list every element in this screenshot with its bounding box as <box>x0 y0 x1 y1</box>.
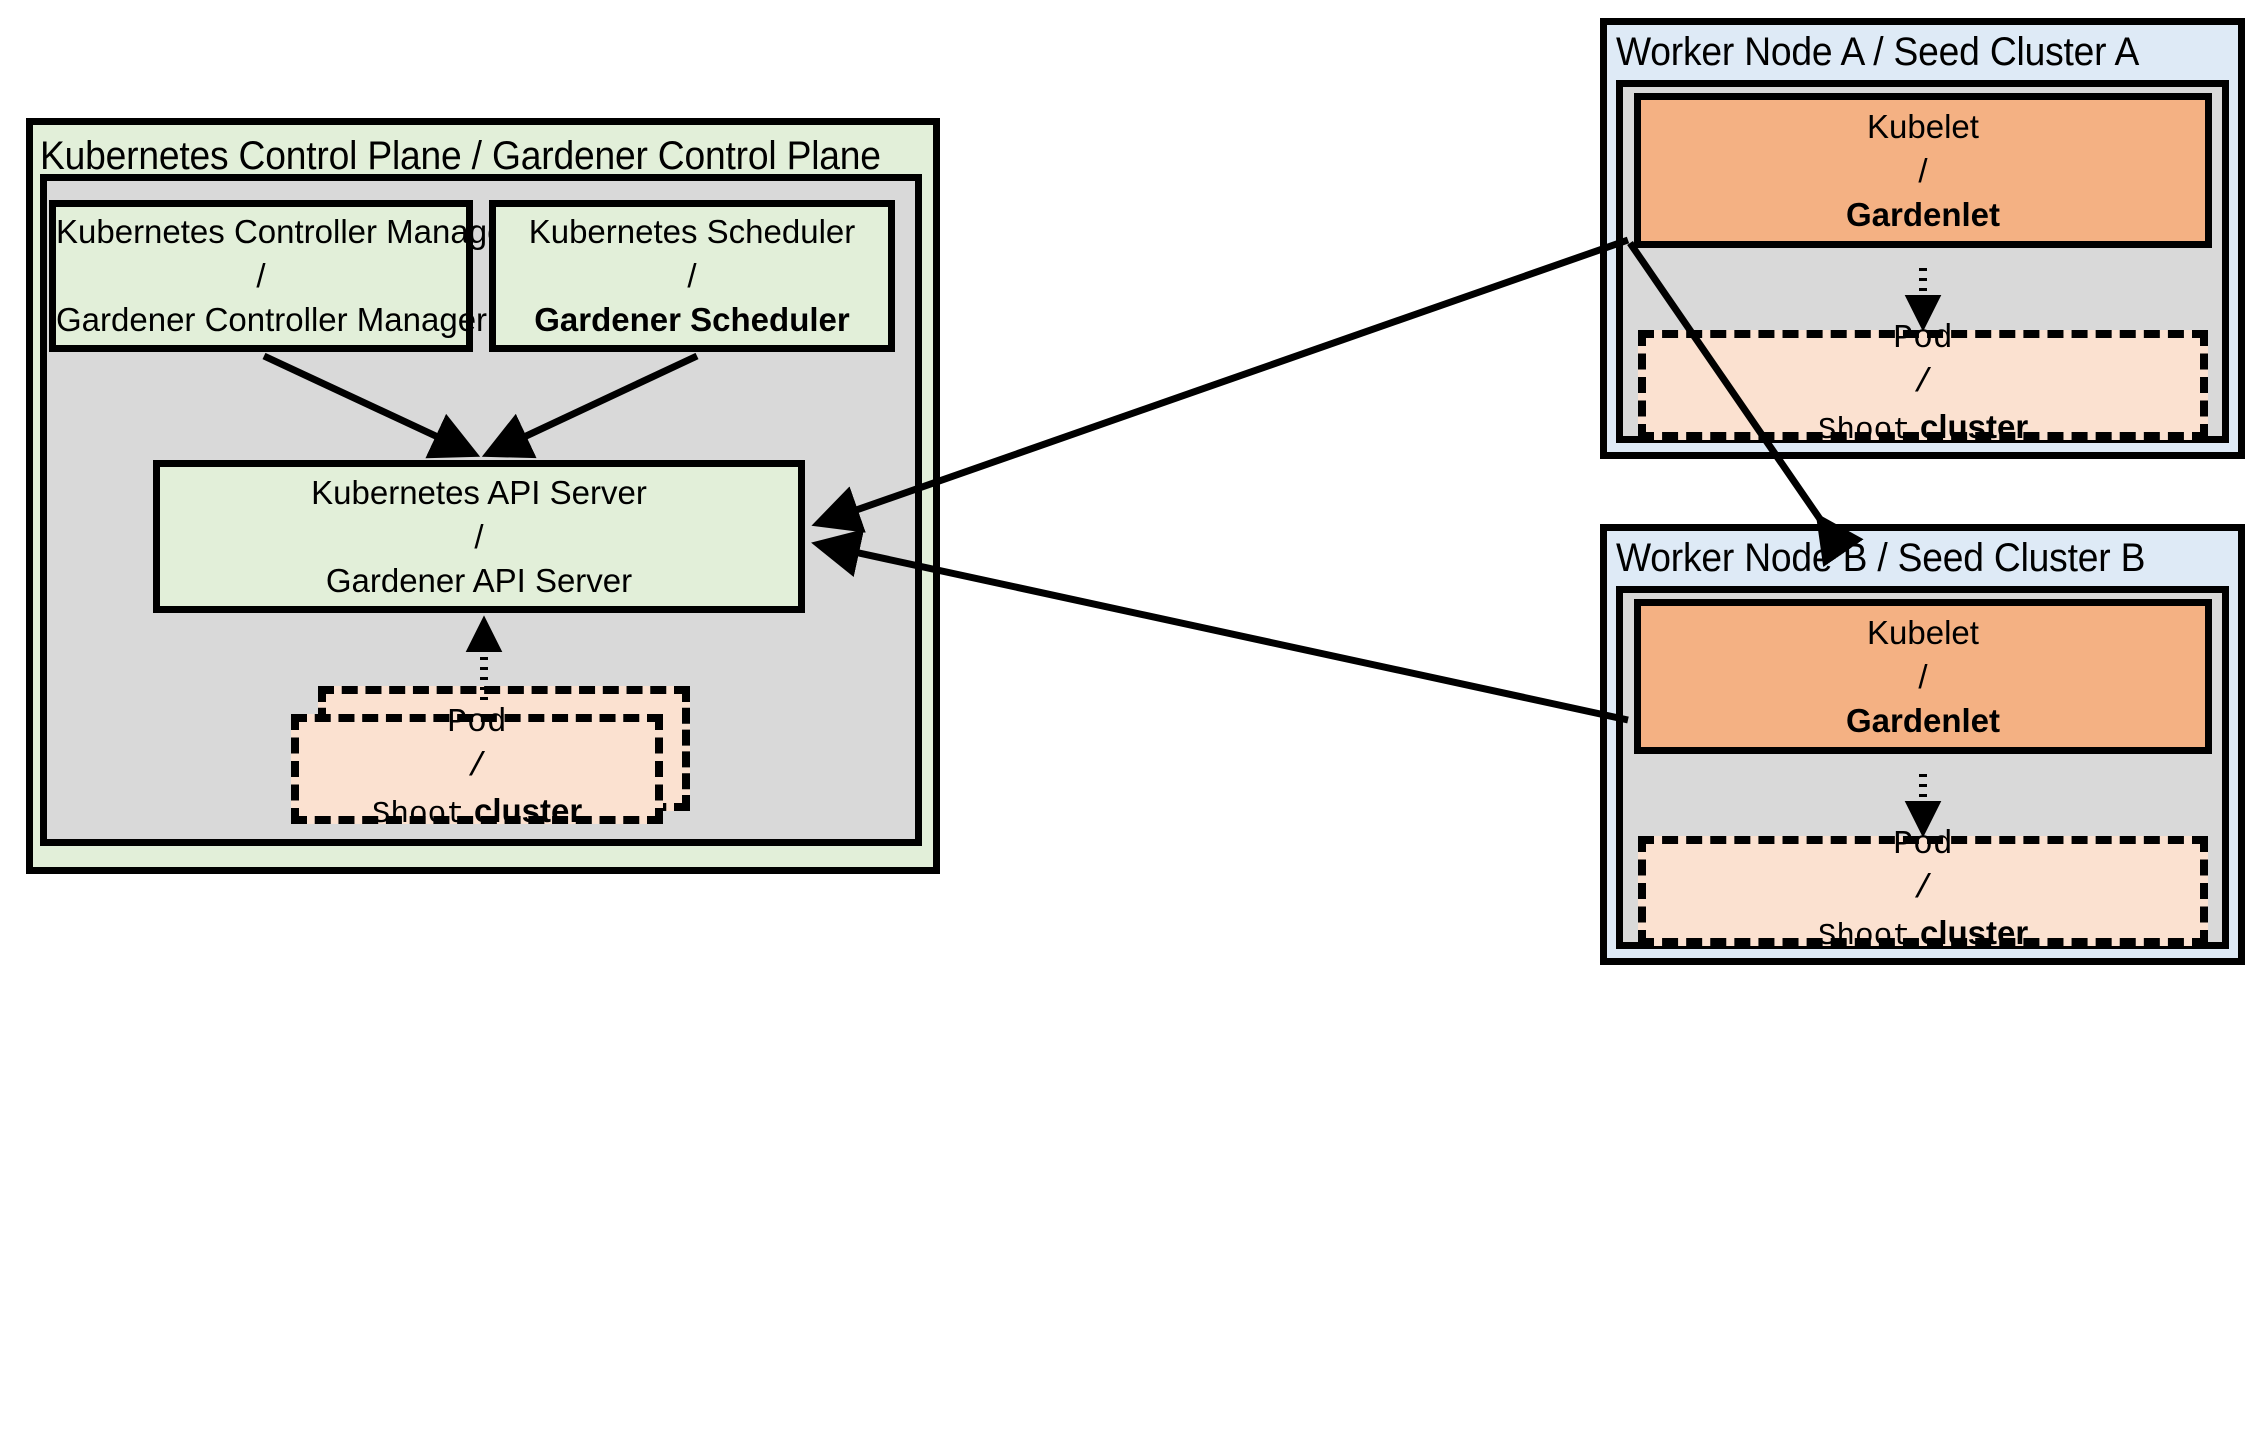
api-server-separator: / <box>474 517 484 555</box>
control-plane-title: Kubernetes Control Plane / Gardener Cont… <box>40 134 881 178</box>
worker-node-a-pod-box: Pod / Shoot cluster <box>1638 320 2208 448</box>
worker-node-b-kubelet-box: Kubelet / Gardenlet <box>1634 599 2212 754</box>
worker-node-b-kubelet-line3: Gardenlet <box>1845 701 2001 739</box>
kubernetes-api-server-box: Kubernetes API Server / Gardener API Ser… <box>153 460 805 613</box>
worker-node-a-pod-label: Pod / Shoot cluster <box>1646 317 2200 453</box>
control-plane-pod-line3-bold: cluster <box>473 792 583 829</box>
kubernetes-scheduler-box: Kubernetes Scheduler / Gardener Schedule… <box>489 200 895 352</box>
worker-node-b-kubelet-separator: / <box>1918 657 1928 695</box>
worker-node-b-kubelet-line1: Kubelet <box>1867 613 1979 651</box>
arrow-gardenlet-b-to-api-server-line <box>811 529 1629 724</box>
worker-node-b-pod-separator: / <box>1913 870 1933 907</box>
controller-manager-label: Kubernetes Controller Manager / Gardener… <box>56 210 517 342</box>
worker-node-b-pod-line3-bold: cluster <box>1919 914 2029 951</box>
scheduler-separator: / <box>687 257 697 294</box>
worker-node-a-title: Worker Node A / Seed Cluster A <box>1616 30 2140 74</box>
worker-node-a-pod-line3: Shoot cluster <box>1646 405 2200 453</box>
worker-node-b-pod-box: Pod / Shoot cluster <box>1638 826 2208 954</box>
worker-node-a-kubelet-line1: Kubelet <box>1867 107 1979 145</box>
worker-node-b-pod-label: Pod / Shoot cluster <box>1646 823 2200 959</box>
worker-node-a-pod-separator: / <box>1913 364 1933 401</box>
control-plane-pod-line1: Pod <box>447 704 507 741</box>
worker-node-b-title: Worker Node B / Seed Cluster B <box>1616 536 2146 580</box>
worker-node-a-pod-line3-bold: cluster <box>1919 408 2029 445</box>
control-plane-pod-front: Pod / Shoot cluster <box>291 704 663 832</box>
controller-manager-separator: / <box>256 257 266 294</box>
kubernetes-controller-manager-box: Kubernetes Controller Manager / Gardener… <box>49 200 517 352</box>
api-server-line3: Gardener API Server <box>325 561 633 599</box>
arrow-gardenlet-a-to-api-server-line <box>811 236 1630 533</box>
worker-node-a-pod-line3-mono: Shoot <box>1817 413 1911 448</box>
worker-node-a-kubelet-separator: / <box>1918 151 1928 189</box>
worker-node-b-pod-line3-mono: Shoot <box>1817 919 1911 954</box>
worker-node-b-pod-line3: Shoot cluster <box>1646 911 2200 959</box>
worker-node-a-kubelet-label: Kubelet / Gardenlet <box>1641 105 2205 237</box>
worker-node-a-kubelet-box: Kubelet / Gardenlet <box>1634 93 2212 248</box>
controller-manager-line3: Gardener Controller Manager <box>56 301 488 338</box>
control-plane-pod-line3: Shoot cluster <box>299 789 655 837</box>
scheduler-line3: Gardener Scheduler <box>534 301 850 338</box>
api-server-label: Kubernetes API Server / Gardener API Ser… <box>160 471 798 603</box>
worker-node-b-pod-line1: Pod <box>1893 826 1953 863</box>
worker-node-a-pod-line1: Pod <box>1893 320 1953 357</box>
worker-node-a-kubelet-line3: Gardenlet <box>1845 195 2001 233</box>
api-server-line1: Kubernetes API Server <box>311 473 647 511</box>
worker-node-b-kubelet-label: Kubelet / Gardenlet <box>1641 611 2205 743</box>
control-plane-pod-separator: / <box>467 748 487 785</box>
scheduler-label: Kubernetes Scheduler / Gardener Schedule… <box>496 210 888 342</box>
control-plane-pod-label: Pod / Shoot cluster <box>299 701 655 837</box>
control-plane-pod-line3-mono: Shoot <box>371 797 465 832</box>
controller-manager-line1: Kubernetes Controller Manager <box>56 213 517 250</box>
scheduler-line1: Kubernetes Scheduler <box>528 213 856 250</box>
